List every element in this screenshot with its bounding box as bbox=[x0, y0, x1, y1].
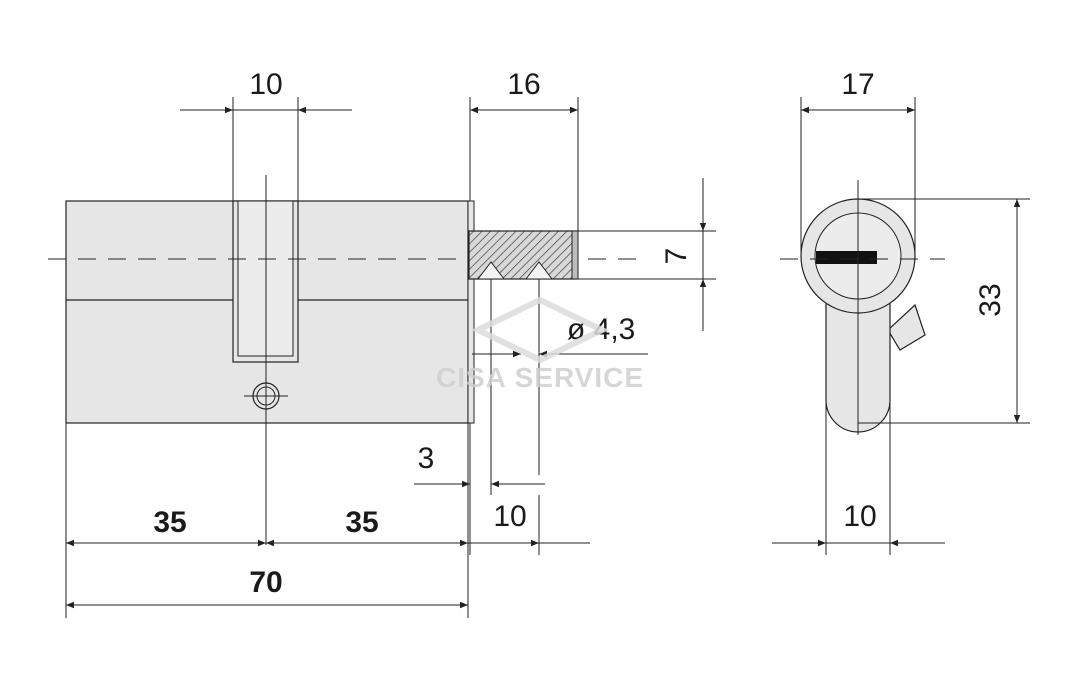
dimension-label: 10 bbox=[493, 500, 526, 533]
dimension-extension: 16 bbox=[469, 68, 579, 231]
dimension-label: 35 bbox=[153, 506, 186, 539]
dimension-label: 33 bbox=[974, 283, 1007, 316]
dimension-label: 17 bbox=[841, 68, 874, 101]
profile-view bbox=[780, 180, 945, 435]
dimension-profile-width: 17 bbox=[800, 68, 916, 256]
key-slot bbox=[816, 251, 877, 264]
watermark: CISA SERVICE bbox=[436, 296, 644, 393]
dimension-offset-small: 3 bbox=[414, 423, 545, 555]
dimension-label: 35 bbox=[345, 506, 378, 539]
watermark-text: CISA SERVICE bbox=[436, 362, 644, 393]
dimension-label: 3 bbox=[418, 442, 435, 475]
dimension-label: 7 bbox=[660, 248, 693, 265]
dimension-label: 70 bbox=[249, 566, 282, 599]
dimension-profile-bottom: 10 bbox=[772, 400, 945, 555]
dimension-cam-width: 10 bbox=[180, 68, 352, 201]
dimension-label: 16 bbox=[507, 68, 540, 101]
dimension-label: 10 bbox=[843, 500, 876, 533]
dimension-length: 35 35 70 bbox=[65, 423, 469, 618]
dimension-label: 10 bbox=[249, 68, 282, 101]
extension-pin bbox=[467, 200, 716, 424]
dimension-profile-height: 33 bbox=[858, 198, 1030, 424]
dimension-pin-height: 7 bbox=[660, 178, 707, 331]
dimension-offset-pin: 10 bbox=[468, 495, 590, 555]
